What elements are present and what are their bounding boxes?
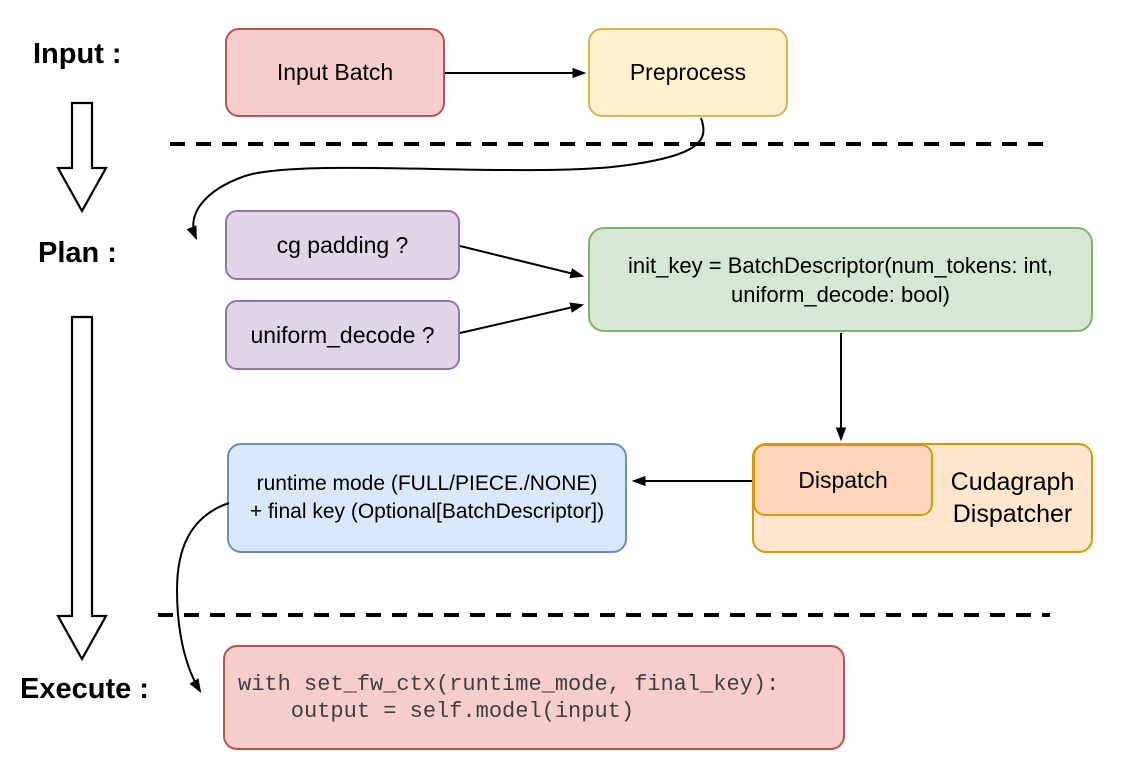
arrow-uniform-decode-to-init-key <box>459 302 585 334</box>
label-plan: Plan : <box>38 237 117 269</box>
label-input: Input : <box>33 38 122 70</box>
node-input-batch: Input Batch <box>225 28 445 117</box>
node-cudagraph-dispatcher-label: Cudagraph Dispatcher <box>930 445 1095 551</box>
node-runtime-mode-line1: runtime mode (FULL/PIECE./NONE) <box>256 472 598 495</box>
cudagraph-line1: Cudagraph <box>950 468 1075 496</box>
node-cg-padding-label: cg padding ? <box>276 231 409 258</box>
node-preprocess: Preprocess <box>588 28 788 117</box>
execute-code-line1: with set_fw_ctx(runtime_mode, final_key)… <box>238 671 780 697</box>
hollow-down-arrow-plan-icon <box>56 315 108 662</box>
label-execute: Execute : <box>20 673 149 705</box>
node-uniform-decode: uniform_decode ? <box>225 300 460 370</box>
node-init-key-line2: uniform_decode: bool) <box>731 281 950 307</box>
node-dispatch: Dispatch <box>753 444 933 516</box>
arrow-runtime-mode-to-execute-code <box>175 502 230 693</box>
node-init-key: init_key = BatchDescriptor(num_tokens: i… <box>588 227 1093 332</box>
node-execute-code: with set_fw_ctx(runtime_mode, final_key)… <box>223 645 845 750</box>
node-dispatch-label: Dispatch <box>798 466 888 493</box>
node-uniform-decode-label: uniform_decode ? <box>250 321 435 348</box>
node-runtime-mode: runtime mode (FULL/PIECE./NONE) + final … <box>227 443 627 553</box>
arrow-cg-padding-to-init-key <box>459 245 585 279</box>
cudagraph-line2: Dispatcher <box>952 500 1073 528</box>
node-runtime-mode-line2: + final key (Optional[BatchDescriptor]) <box>249 500 605 523</box>
node-preprocess-label: Preprocess <box>629 59 747 85</box>
node-input-batch-label: Input Batch <box>276 59 394 85</box>
node-cg-padding: cg padding ? <box>225 210 460 280</box>
node-init-key-line1: init_key = BatchDescriptor(num_tokens: i… <box>628 252 1053 278</box>
execute-code-line2: output = self.model(input) <box>238 698 635 724</box>
hollow-down-arrow-input-icon <box>56 101 108 214</box>
